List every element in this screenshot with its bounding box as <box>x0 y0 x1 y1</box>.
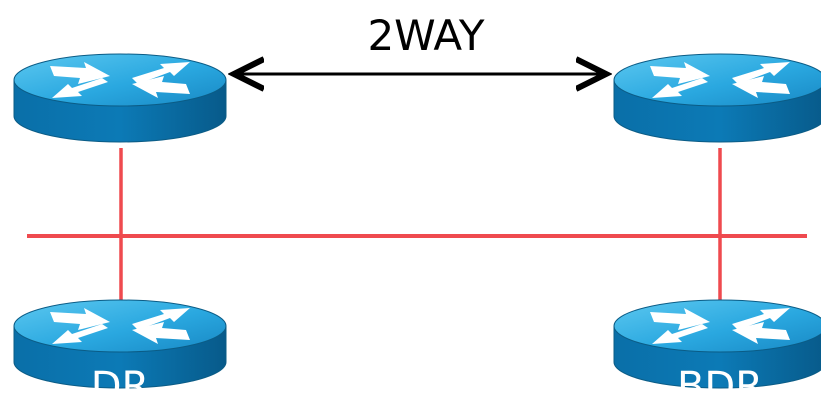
router-top-left-icon <box>13 53 227 143</box>
router-top-right-icon <box>613 53 821 143</box>
adjacency-label: 2WAY <box>367 11 484 60</box>
router-bdr-label: BDR <box>677 364 763 405</box>
router-dr-label: DR <box>91 364 150 405</box>
